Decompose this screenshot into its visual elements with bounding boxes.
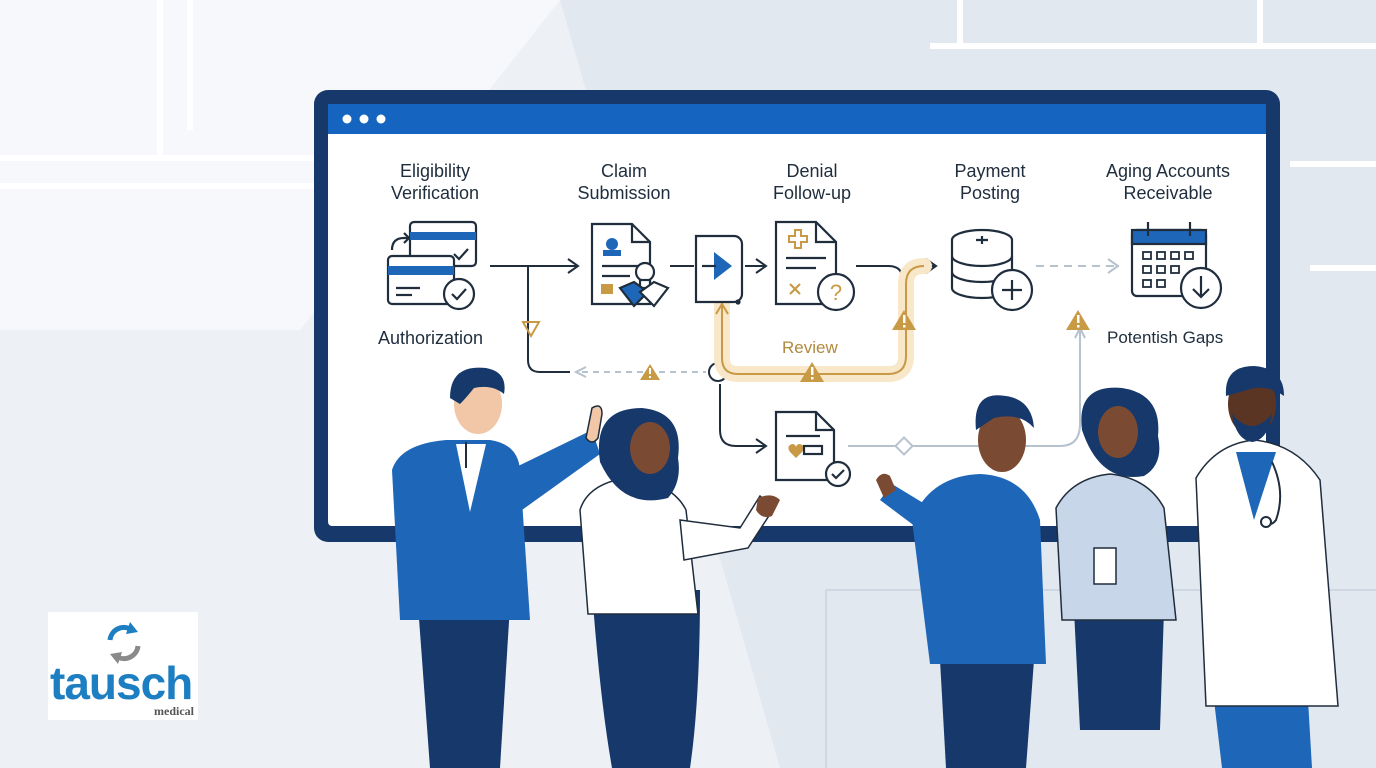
warning-icon bbox=[800, 362, 824, 382]
warning-icon bbox=[1066, 310, 1090, 330]
review-path bbox=[714, 258, 932, 382]
person-man-back bbox=[876, 395, 1046, 768]
claim-handshake-icon bbox=[590, 222, 670, 308]
logo-sub: medical bbox=[154, 704, 194, 718]
background-light bbox=[0, 0, 560, 330]
person-woman-gesturing bbox=[579, 408, 780, 768]
refresh-icon bbox=[107, 622, 141, 664]
flow-connectors bbox=[490, 258, 938, 454]
tausch-logo: tausch medical bbox=[48, 612, 198, 720]
warning-icon bbox=[640, 364, 660, 380]
warning-icon bbox=[521, 321, 541, 339]
window-dot[interactable] bbox=[342, 114, 352, 124]
stage-label-denial: Denial Follow-up bbox=[772, 161, 852, 203]
calendar-download-icon bbox=[1130, 222, 1223, 310]
person-man-pointing bbox=[392, 367, 603, 768]
stage-label-aging: Aging Accounts Receivable bbox=[1105, 161, 1231, 203]
window-dot[interactable] bbox=[359, 114, 369, 124]
submit-arrow-icon bbox=[694, 234, 744, 305]
payment-coins-icon bbox=[950, 228, 1034, 312]
approved-document-icon bbox=[774, 410, 852, 488]
svg-text:?: ? bbox=[830, 280, 842, 305]
potential-gaps-label: Potentish Gaps bbox=[1107, 328, 1224, 347]
window-titlebar bbox=[328, 104, 1266, 134]
stage-label-eligibility: Eligibility Verification bbox=[390, 161, 480, 203]
window-dot[interactable] bbox=[376, 114, 386, 124]
person-woman-smiling bbox=[1055, 387, 1177, 730]
background-lines bbox=[0, 0, 1376, 271]
person-doctor bbox=[1195, 366, 1339, 768]
stage-label-claim: Claim Submission bbox=[577, 161, 671, 203]
stage-label-payment: Payment Posting bbox=[954, 161, 1026, 203]
warning-icon bbox=[892, 310, 916, 330]
authorization-cards-icon bbox=[386, 220, 478, 311]
authorization-label: Authorization bbox=[378, 328, 484, 348]
denial-document-icon: ? bbox=[774, 220, 856, 312]
review-label: Review bbox=[782, 338, 838, 357]
logo-word: tausch bbox=[50, 657, 193, 709]
